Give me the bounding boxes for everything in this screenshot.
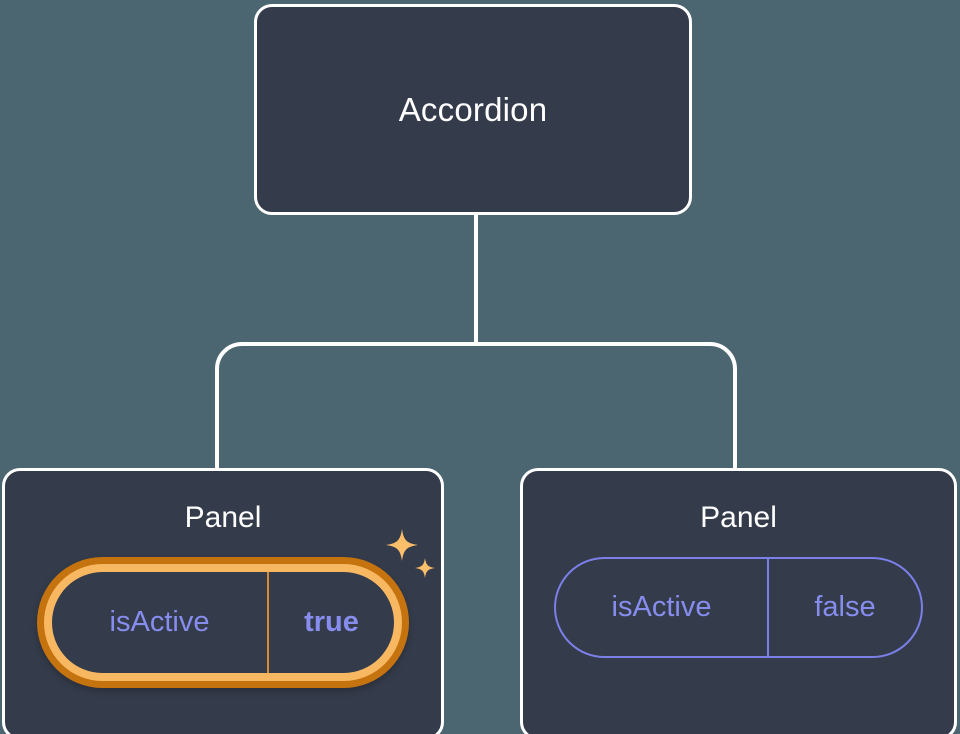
node-panel-right-title: Panel	[700, 501, 777, 534]
prop-pill-isactive-true[interactable]: isActive true	[37, 557, 409, 688]
prop-key-left: isActive	[52, 572, 269, 673]
prop-value-right: false	[814, 591, 876, 623]
sparkle-small-icon	[415, 558, 435, 578]
node-accordion-title: Accordion	[398, 91, 548, 128]
node-accordion[interactable]: Accordion	[254, 4, 692, 215]
sparkle-large-icon	[386, 529, 418, 561]
prop-pill-right-wrapper: isActive false	[554, 557, 923, 658]
prop-key-right: isActive	[556, 559, 769, 656]
prop-pill-glow-ring: isActive true	[44, 564, 402, 681]
edge-bus-to-left-panel	[215, 342, 476, 470]
node-panel-left-title: Panel	[184, 501, 262, 534]
node-panel-right[interactable]: Panel isActive false	[520, 468, 957, 734]
node-panel-left[interactable]: Panel isActive true	[2, 468, 444, 734]
prop-pill-isactive-false[interactable]: isActive false	[554, 557, 923, 658]
prop-pill-body: isActive true	[52, 572, 394, 673]
prop-pill-left-wrapper: isActive true	[37, 529, 435, 688]
edge-bus-to-right-panel	[476, 342, 737, 470]
prop-value-left: true	[304, 606, 359, 638]
